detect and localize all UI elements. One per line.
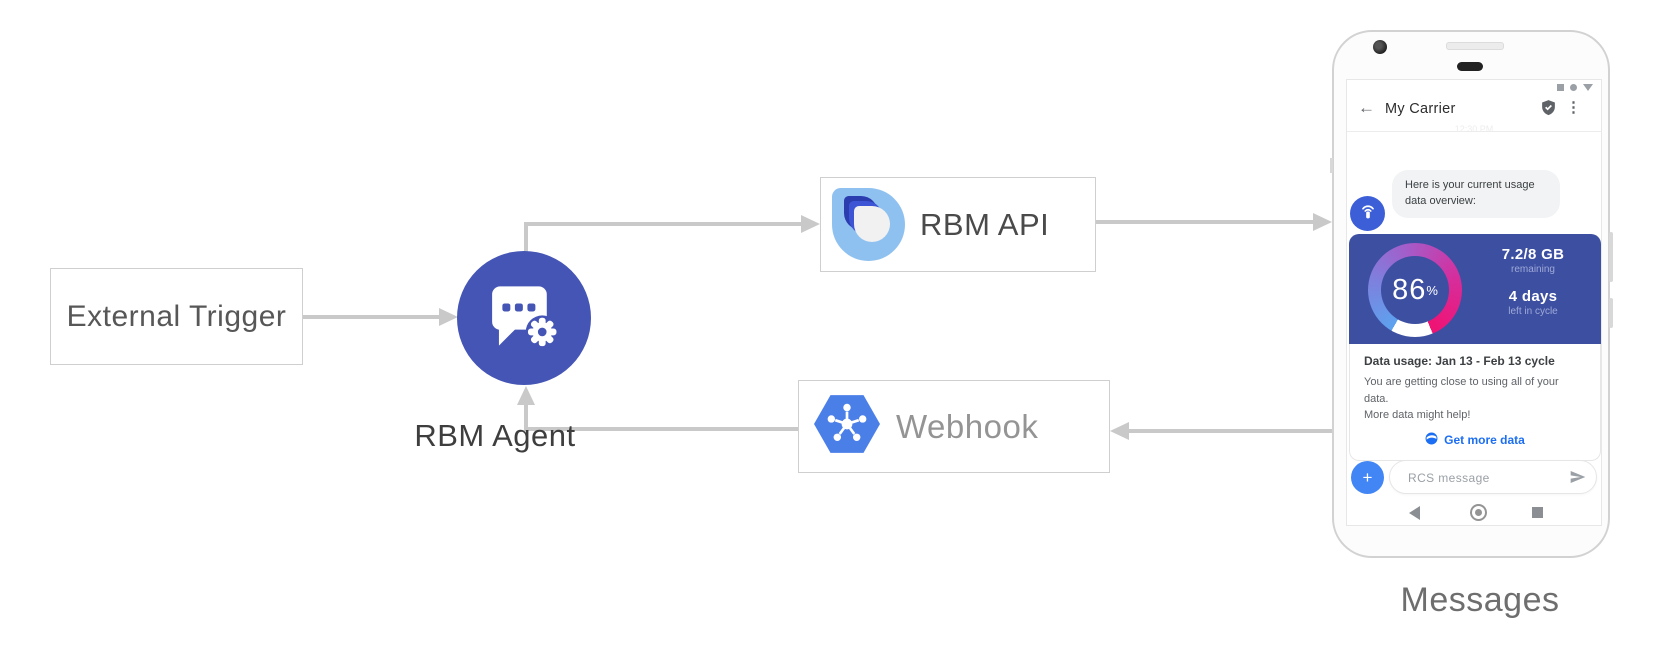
external-trigger-node: External Trigger <box>50 268 303 365</box>
gauge-percent: 86 <box>1392 273 1427 306</box>
rcs-message-input[interactable] <box>1406 461 1560 495</box>
edge-agent-to-api-vertical <box>524 226 528 253</box>
back-arrow-icon[interactable]: ← <box>1358 98 1375 117</box>
phone-screen: ← My Carrier ⋮ 12:30 PM <box>1346 79 1602 526</box>
agent-avatar <box>1350 196 1385 231</box>
conversation-title: My Carrier <box>1385 101 1456 117</box>
usage-card-details: Data usage: Jan 13 - Feb 13 cycle You ar… <box>1349 344 1601 461</box>
external-trigger-label: External Trigger <box>66 299 287 333</box>
arrowhead-right-icon <box>801 215 820 233</box>
usage-card-body: You are getting close to using all of yo… <box>1364 376 1559 405</box>
webhook-node: Webhook <box>798 380 1110 473</box>
plus-icon: + <box>1362 468 1373 487</box>
edge-webhook-to-agent-vertical <box>524 403 528 431</box>
days-left-value: 4 days <box>1508 288 1558 305</box>
nav-back-triangle-icon[interactable] <box>1409 506 1420 520</box>
data-remaining-value: 7.2/8 GB <box>1501 246 1565 263</box>
edge-api-to-phone <box>1095 220 1315 224</box>
shield-check-icon <box>1540 98 1557 122</box>
rcs-teardrop-logo-icon <box>832 188 905 261</box>
status-bar <box>1557 84 1593 91</box>
usage-rich-card: 86% 7.2/8 GB remaining 4 days left in cy… <box>1349 234 1601 461</box>
data-remaining-caption: remaining <box>1511 264 1555 275</box>
dot-icon <box>1570 84 1577 91</box>
messages-label: Messages <box>1400 581 1560 619</box>
conversation-header: ← My Carrier ⋮ <box>1347 94 1601 131</box>
nav-recents-square-icon[interactable] <box>1532 507 1543 518</box>
header-divider <box>1347 131 1601 132</box>
chat-bubble-line: data overview: <box>1405 194 1476 207</box>
usage-gauge: 86% <box>1368 243 1462 337</box>
edge-phone-to-webhook <box>1128 429 1333 433</box>
edge-webhook-to-agent-horizontal <box>526 427 798 431</box>
arrowhead-right-icon <box>439 308 458 326</box>
triangle-icon <box>1583 84 1593 91</box>
volume-button[interactable] <box>1609 232 1613 282</box>
phone-mockup: ← My Carrier ⋮ 12:30 PM <box>1330 30 1613 558</box>
compose-bar <box>1389 460 1597 495</box>
earpiece-speaker <box>1446 42 1504 50</box>
webhook-label: Webhook <box>896 407 1039 445</box>
arrowhead-right-icon <box>1313 213 1332 231</box>
usage-gauge-panel: 86% 7.2/8 GB remaining 4 days left in cy… <box>1349 234 1601 344</box>
percent-sign: % <box>1426 282 1438 298</box>
nav-home-circle-icon[interactable] <box>1470 504 1487 521</box>
rbm-api-label: RBM API <box>920 206 1050 242</box>
get-more-data-link[interactable]: Get more data <box>1364 432 1586 448</box>
broadcast-beacon-icon <box>1357 200 1379 227</box>
arrowhead-up-icon <box>517 386 535 405</box>
usage-card-heading: Data usage: Jan 13 - Feb 13 cycle <box>1364 354 1555 368</box>
chat-bubble-gear-icon <box>483 279 565 358</box>
sim-tray <box>1330 158 1333 173</box>
overflow-menu-icon[interactable]: ⋮ <box>1566 99 1581 116</box>
message-timestamp: 12:30 PM <box>1454 124 1494 134</box>
speaker-pill <box>1457 62 1483 71</box>
globe-icon <box>1425 432 1438 448</box>
arrowhead-left-icon <box>1110 422 1129 440</box>
front-camera <box>1373 40 1387 54</box>
chat-bubble-line: Here is your current usage <box>1405 179 1535 191</box>
usage-stats: 7.2/8 GB remaining 4 days left in cycle <box>1473 246 1593 317</box>
send-arrow-icon[interactable] <box>1570 470 1586 489</box>
rbm-agent-label: RBM Agent <box>414 418 576 453</box>
square-icon <box>1557 84 1564 91</box>
power-button[interactable] <box>1609 298 1613 328</box>
rbm-agent-node <box>457 251 591 385</box>
days-left-caption: left in cycle <box>1508 306 1558 317</box>
edge-trigger-to-agent <box>303 315 439 319</box>
get-more-data-label: Get more data <box>1444 432 1525 447</box>
chat-bubble: Here is your current usage data overview… <box>1392 170 1560 218</box>
rbm-api-node: RBM API <box>820 177 1096 272</box>
pubsub-hexagon-icon <box>814 395 880 458</box>
attach-plus-button[interactable]: + <box>1351 461 1384 494</box>
edge-agent-to-api-horizontal <box>524 222 804 226</box>
usage-card-body: More data might help! <box>1364 409 1471 421</box>
